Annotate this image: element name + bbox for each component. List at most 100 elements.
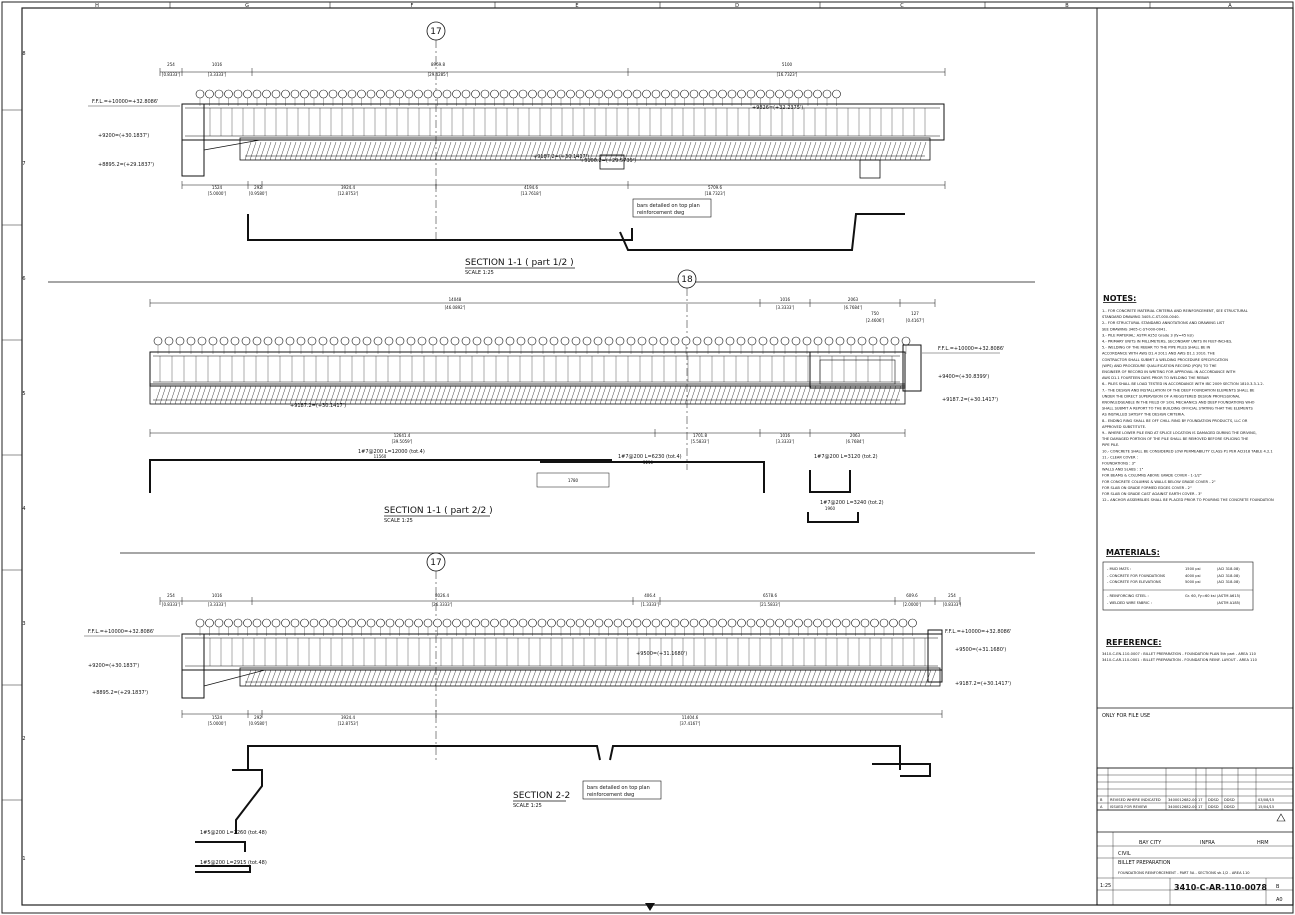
hatch-line xyxy=(779,669,787,687)
level-label: +9187.2=(+30.1417') xyxy=(942,397,998,403)
bar-mark-bubble xyxy=(404,618,414,628)
dimension: 5709.6 xyxy=(708,185,722,190)
bar-callout: 1#7@200 L=3120 (tot.2) xyxy=(814,454,878,460)
dimension: 1016 xyxy=(212,593,223,598)
hatch-line xyxy=(789,385,797,405)
bar-mark-bubble xyxy=(780,336,790,346)
hatch-line xyxy=(394,385,402,405)
dimension: 127 xyxy=(911,311,919,316)
bar-shape xyxy=(247,745,601,770)
hatch-line xyxy=(529,141,537,161)
dimension: 5100 xyxy=(782,62,793,67)
hatch-line xyxy=(824,669,832,687)
pier xyxy=(927,629,943,683)
hatch-line xyxy=(859,141,867,161)
hatch-line xyxy=(294,385,302,405)
bar-mark-bubble xyxy=(642,618,651,628)
hatch-line xyxy=(814,141,822,161)
dimension: [3.3333'] xyxy=(208,72,227,77)
hatch-line xyxy=(604,385,612,405)
hatch-line xyxy=(704,141,712,161)
bar-mark-bubble xyxy=(483,336,493,346)
hatch-line xyxy=(364,141,372,161)
material-cell: Gr. 60, Fy=60 ksi xyxy=(1185,594,1216,598)
bar-mark-bubble xyxy=(262,618,271,628)
bar-mark-bubble xyxy=(300,89,309,99)
hatch-line xyxy=(744,669,752,687)
note-line: 9.- WHERE LOWER PILE END AT SPLICE LOCAT… xyxy=(1102,431,1257,435)
hatch-line xyxy=(354,669,362,687)
hatch-line xyxy=(479,669,487,687)
bar-mark-bubble xyxy=(538,336,548,346)
hatch-line xyxy=(824,141,832,161)
bar-mark-bubble xyxy=(648,336,658,346)
hatch-line xyxy=(564,141,572,161)
note-line: 6.- PILES SHALL BE LOAD TESTED IN ACCORD… xyxy=(1102,382,1264,386)
dimension: [0.4167'] xyxy=(906,318,925,323)
hatch-line xyxy=(864,141,872,161)
hatch-line xyxy=(314,669,322,687)
hatch-line xyxy=(539,385,547,405)
hatch-line xyxy=(159,385,167,405)
material-cell: (ACI 318-08) xyxy=(1217,567,1240,571)
bar-mark-bubble xyxy=(803,618,813,628)
bar-shape xyxy=(247,214,633,241)
hatch-line xyxy=(859,669,867,687)
bar-mark-bubble xyxy=(208,336,218,346)
hatch-line xyxy=(419,141,427,161)
level-label: +8895.2=(+29.1837') xyxy=(92,690,148,696)
hatch-line xyxy=(379,141,387,161)
title-unit: INFRA xyxy=(1200,840,1215,846)
bar-length: 5210 xyxy=(643,460,654,465)
hatch-line xyxy=(524,385,532,405)
note-text: bars detailed on top plan xyxy=(587,785,650,791)
dimension: 2063 xyxy=(848,297,859,302)
hatch-line xyxy=(629,669,637,687)
hatch-line xyxy=(634,385,642,405)
material-cell: (ASTM A615) xyxy=(1217,594,1241,598)
frame-label: H xyxy=(95,3,99,9)
bar-shape xyxy=(232,769,263,834)
bar-mark-bubble xyxy=(290,89,300,99)
hatch-line xyxy=(589,141,597,161)
hatch-line xyxy=(389,669,397,687)
level-label: +9200=(+30.1837') xyxy=(98,133,149,139)
hatch-line xyxy=(434,141,442,161)
dimension: [0.9580'] xyxy=(249,721,268,726)
hatch-line xyxy=(574,669,582,687)
notes-list: 1.- FOR CONCRETE MATERIAL CRITERIA AND R… xyxy=(1101,309,1274,502)
hatch-line xyxy=(659,385,667,405)
hatch-line xyxy=(699,385,707,405)
hatch-line xyxy=(879,385,887,405)
dimension: [16.7323'] xyxy=(777,72,798,77)
hatch-line xyxy=(299,669,307,687)
bar-mark-bubble xyxy=(442,618,452,628)
title-discipline: CIVIL xyxy=(1118,851,1131,857)
hatch-line xyxy=(259,385,267,405)
hatch-line xyxy=(644,385,652,405)
hatch-line xyxy=(214,385,222,405)
revision-cell: ISSUED FOR REVIEW xyxy=(1110,805,1148,809)
hatch-line xyxy=(579,669,587,687)
material-cell: (ASTM A185) xyxy=(1217,601,1241,605)
hatch-line xyxy=(489,669,497,687)
hatch-line xyxy=(219,385,227,405)
bar-mark-bubble xyxy=(714,336,724,346)
dimension: [18.7323'] xyxy=(705,191,726,196)
hatch-line xyxy=(569,141,577,161)
hatch-line xyxy=(429,669,437,687)
hatch xyxy=(244,669,937,687)
note-line: FOR SLAB ON GRADE CAST AGAINST EARTH COV… xyxy=(1102,492,1202,496)
hatch-line xyxy=(809,669,817,687)
hatch-line xyxy=(519,385,527,405)
hatch-line xyxy=(839,669,847,687)
hatch-line xyxy=(769,385,777,405)
hatch-line xyxy=(424,141,432,161)
bar-mark-bubble xyxy=(433,89,442,99)
hatch-line xyxy=(664,141,672,161)
material-cell: 1500 psi xyxy=(1185,567,1200,571)
hatch-line xyxy=(349,141,357,161)
bar-mark-bubble xyxy=(791,336,801,346)
dimension: [3.3333'] xyxy=(776,439,795,444)
note-line: ACCORDANCE WITH AWS D1.4 2011 AND AWS D1… xyxy=(1102,352,1216,356)
